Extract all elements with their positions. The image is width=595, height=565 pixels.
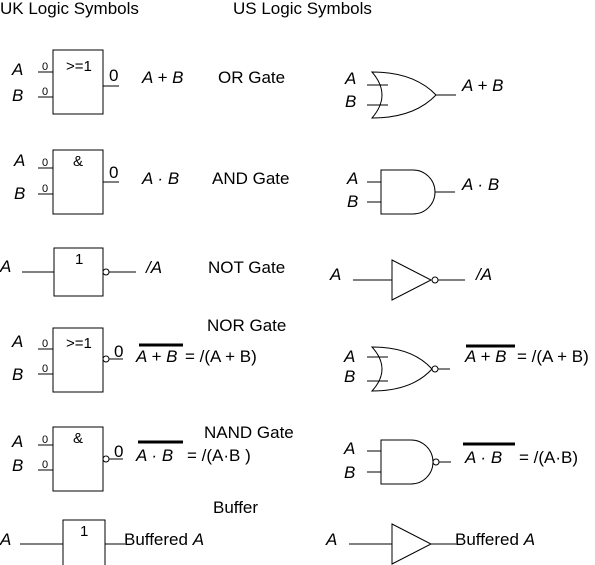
us-and-expression: A · B	[461, 175, 499, 194]
nor-expression-rest: = /(A + B)	[185, 347, 257, 366]
us-nand-input-a-label: A	[343, 439, 355, 458]
nand-gate-title: NAND Gate	[204, 423, 294, 442]
nand-expression-rest: = /(A·B )	[187, 446, 251, 465]
uk-and-output-zero: 0	[109, 163, 118, 182]
us-nor-input-a-label: A	[343, 347, 355, 366]
us-buffer-expression-prefix: Buffered	[455, 530, 524, 549]
not-expression: /A	[145, 258, 162, 277]
us-nand-gate: A B	[343, 439, 451, 485]
and-expression: A · B	[141, 169, 179, 188]
uk-nor-symbol: >=1	[66, 335, 92, 352]
uk-and-input-b-label: B	[14, 184, 25, 203]
us-nor-bubble	[431, 365, 439, 373]
uk-or-gate: >=1 A B 0 0 0	[11, 49, 119, 115]
uk-not-symbol: 1	[75, 251, 83, 268]
uk-or-box	[52, 49, 104, 115]
not-gate-title: NOT Gate	[208, 258, 285, 277]
and-gate-title: AND Gate	[212, 169, 289, 188]
uk-nor-gate: >=1 A B 0 0 0	[11, 327, 123, 393]
uk-nand-output-zero: 0	[114, 442, 123, 461]
uk-or-input-b-label: B	[12, 86, 23, 105]
uk-or-input-a-label: A	[11, 60, 23, 79]
uk-not-input-label: A	[0, 257, 11, 276]
uk-or-b-zero: 0	[42, 86, 48, 98]
us-nand-expression-rest: = /(A·B)	[519, 448, 578, 467]
uk-buffer-expression: Buffered A	[124, 530, 204, 549]
uk-nor-input-b-label: B	[12, 365, 23, 384]
uk-header: UK Logic Symbols	[0, 0, 139, 18]
us-nor-gate: A B	[343, 346, 450, 392]
us-or-gate: A B	[344, 69, 456, 119]
nand-row: NAND Gate & A B 0 0 0 A · B = /(A·B ) A …	[11, 423, 578, 492]
us-nand-input-b-label: B	[344, 463, 355, 482]
uk-nor-a-zero: 0	[42, 338, 48, 350]
us-not-expression: /A	[475, 265, 492, 284]
or-gate-title: OR Gate	[218, 68, 285, 87]
uk-buffer-input-label: A	[0, 530, 11, 549]
uk-buffer-symbol: 1	[80, 523, 88, 540]
uk-nor-output-zero: 0	[114, 342, 123, 361]
uk-or-symbol: >=1	[66, 58, 92, 75]
uk-and-b-zero: 0	[42, 183, 48, 195]
uk-and-symbol: &	[73, 153, 83, 170]
us-not-input-label: A	[329, 265, 341, 284]
uk-and-input-a-label: A	[13, 151, 25, 170]
us-not-gate: A	[329, 259, 465, 301]
us-and-body	[380, 169, 436, 215]
us-nor-expression-over: A + B	[464, 347, 506, 366]
or-row: >=1 A B 0 0 0 A + B OR Gate A B A + B	[11, 49, 503, 119]
not-row: A 1 /A NOT Gate A /A	[0, 247, 492, 301]
us-not-body	[391, 259, 433, 301]
us-nand-bubble	[432, 458, 440, 466]
uk-nand-input-a-label: A	[11, 432, 23, 451]
us-header: US Logic Symbols	[233, 0, 372, 18]
nor-gate-title: NOR Gate	[207, 316, 286, 335]
uk-nand-symbol: &	[73, 430, 83, 447]
uk-nor-input-a-label: A	[11, 332, 23, 351]
us-buffer-expression-var: A	[523, 530, 535, 549]
uk-nor-bubble	[102, 355, 110, 363]
uk-or-a-zero: 0	[42, 61, 48, 73]
us-or-input-b-label: B	[345, 92, 356, 111]
us-buffer-input-label: A	[325, 530, 337, 549]
us-or-expression: A + B	[461, 76, 503, 95]
buffer-row: Buffer A 1 Buffered A A Buffered A	[0, 498, 535, 565]
us-buffer-gate: A	[325, 523, 456, 565]
us-nand-body	[380, 439, 434, 485]
buffer-title: Buffer	[213, 498, 258, 517]
uk-nand-bubble	[102, 455, 110, 463]
us-buffer-expression: Buffered A	[455, 530, 535, 549]
us-nor-input-b-label: B	[344, 367, 355, 386]
us-buffer-body	[391, 523, 433, 565]
us-and-gate: A B	[346, 169, 455, 215]
nand-expression-over: A · B	[135, 446, 173, 465]
nor-expression-over: A + B	[135, 347, 177, 366]
and-row: & A B 0 0 0 A · B AND Gate A B A · B	[13, 149, 499, 215]
us-nand-expression-over: A · B	[464, 448, 502, 467]
uk-nand-input-b-label: B	[12, 456, 23, 475]
uk-or-output-zero: 0	[109, 66, 118, 85]
uk-nor-b-zero: 0	[42, 363, 48, 375]
nor-row: NOR Gate >=1 A B 0 0 0 A + B = /(A + B) …	[11, 316, 589, 393]
uk-and-a-zero: 0	[42, 157, 48, 169]
uk-nand-gate: & A B 0 0 0	[11, 426, 123, 492]
or-expression: A + B	[141, 68, 183, 87]
us-nor-expression-rest: = /(A + B)	[517, 347, 589, 366]
uk-buffer-expression-var: A	[192, 530, 204, 549]
uk-buffer-gate: A 1	[0, 519, 125, 565]
uk-nand-a-zero: 0	[42, 434, 48, 446]
us-or-input-a-label: A	[344, 69, 356, 88]
uk-not-bubble	[102, 268, 110, 276]
uk-nand-b-zero: 0	[42, 459, 48, 471]
uk-buffer-expression-prefix: Buffered	[124, 530, 193, 549]
us-and-input-a-label: A	[346, 169, 358, 188]
uk-and-gate: & A B 0 0 0	[13, 149, 119, 215]
us-or-body	[370, 71, 437, 119]
us-not-bubble	[431, 276, 439, 284]
uk-not-gate: A 1	[0, 247, 136, 297]
uk-buffer-box	[62, 519, 106, 565]
us-nor-body	[370, 346, 433, 392]
us-and-input-b-label: B	[347, 192, 358, 211]
